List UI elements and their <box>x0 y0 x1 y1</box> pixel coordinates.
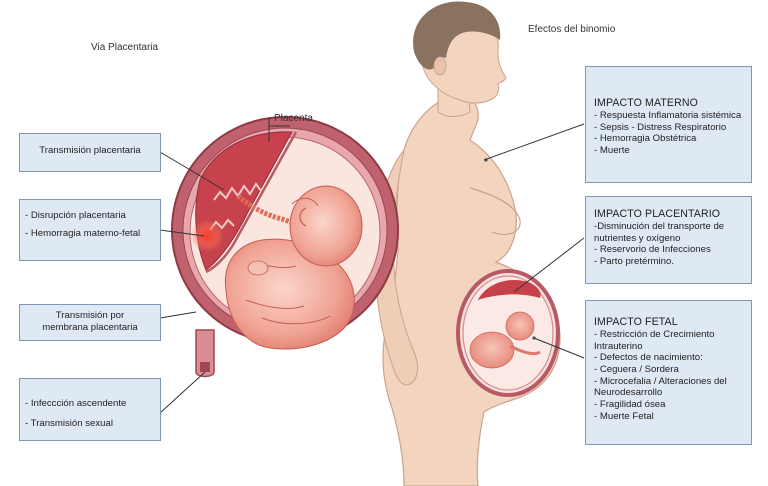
materno-item: - Respuesta Inflamatoria sistémica <box>594 109 742 121</box>
placentario-item: - Parto pretérmino. <box>594 256 674 268</box>
placenta-label: Placenta <box>274 113 313 124</box>
fetal-item: - Fragilidad ósea <box>594 399 666 411</box>
fetal-item: - Microcefalia / Alteraciones del <box>594 375 727 387</box>
disrupcion-text: - Disrupción placentaria <box>25 210 126 221</box>
membrana-text-2: membrana placentaria <box>42 321 138 333</box>
leader-lines <box>159 118 585 414</box>
woman-hair <box>413 1 501 70</box>
placentario-item: -Disminución del transporte de <box>594 220 725 232</box>
transmision-placentaria-text: Transmisión placentaria <box>39 145 141 156</box>
uterus-diagram <box>171 116 399 378</box>
fetal-item: - Muerte Fetal <box>594 410 654 422</box>
impacto-materno-box: IMPACTO MATERNO - Respuesta Inflamatoria… <box>585 66 752 183</box>
pregnant-woman-figure <box>375 1 561 486</box>
materno-item: - Sepsis - Distress Respiratorio <box>594 121 727 133</box>
fetal-item: Neurodesarrollo <box>594 387 663 399</box>
membrana-box: Transmisión por membrana placentaria <box>19 304 161 341</box>
impacto-fetal-box: IMPACTO FETAL - Restricción de Crecimien… <box>585 300 752 445</box>
hemorragia-text: - Hemorragia materno-fetal <box>25 227 141 239</box>
fetal-item: - Defectos de nacimiento: <box>594 352 703 364</box>
sexual-text: - Transmisión sexual <box>25 417 113 429</box>
placentario-item: nutrientes y oxígeno <box>594 232 681 244</box>
materno-item: - Muerte <box>594 145 630 157</box>
transmision-placentaria-box: Transmisión placentaria <box>19 133 161 172</box>
impacto-fetal-title: IMPACTO FETAL <box>594 316 678 328</box>
infeccion-box: - Infeccción ascendente - Transmisión se… <box>19 378 161 441</box>
disrupcion-box: - Disrupción placentaria - Hemorragia ma… <box>19 199 161 261</box>
fetal-item: - Ceguera / Sordera <box>594 364 679 376</box>
impacto-placentario-box: IMPACTO PLACENTARIO -Disminución del tra… <box>585 196 752 284</box>
fetal-item: - Restricción de Crecimiento <box>594 328 715 340</box>
via-placentaria-heading: Via Placentaria <box>91 42 159 53</box>
fetal-item: Intrauterino <box>594 340 643 352</box>
placentario-item: - Reservorio de Infecciones <box>594 244 711 256</box>
impacto-materno-title: IMPACTO MATERNO <box>594 97 698 109</box>
materno-item: - Hemorragia Obstétrica <box>594 133 697 145</box>
membrana-text-1: Transmisión por <box>55 310 125 321</box>
efectos-heading: Efectos del binomio <box>528 24 616 35</box>
impacto-placentario-title: IMPACTO PLACENTARIO <box>594 208 721 220</box>
infeccion-text: - Infeccción ascendente <box>25 398 127 409</box>
hemorrhage-spot <box>190 220 224 252</box>
